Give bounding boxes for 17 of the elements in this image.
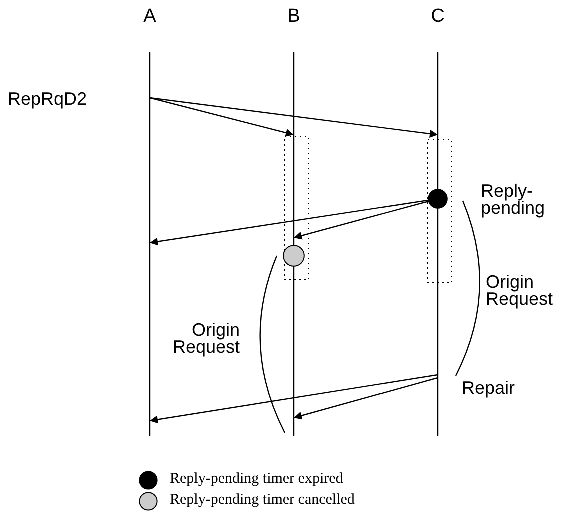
message-arrow	[150, 97, 438, 138]
legend-label: Reply-pending timer cancelled	[170, 492, 355, 509]
annotation-label: Origin Request	[486, 274, 554, 308]
message-arrow	[294, 377, 438, 420]
message-arrow	[150, 97, 294, 137]
message-arrow	[150, 200, 428, 246]
annotation-label: RepRqD2	[8, 91, 88, 108]
annotation-label: Repair	[462, 380, 516, 397]
timer-circle	[428, 189, 448, 209]
annotation-label: Origin Request	[172, 322, 240, 356]
participant-label: B	[286, 6, 302, 28]
legend-label: Reply-pending timer expired	[170, 471, 344, 488]
participant-label: A	[142, 6, 158, 28]
timer-circle	[283, 245, 305, 267]
message-arrow	[294, 201, 428, 240]
participant-label: C	[430, 6, 446, 28]
message-arrow	[150, 374, 438, 424]
